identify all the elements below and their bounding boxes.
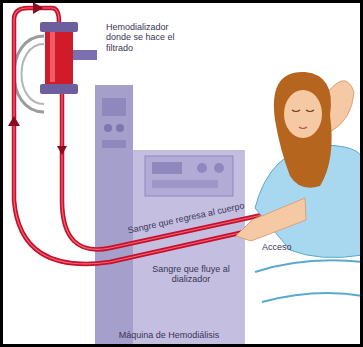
dialyzer-body [45, 28, 73, 86]
panel-knob [214, 163, 224, 173]
flow-arrow [8, 116, 20, 126]
grey-tube-loop [22, 44, 45, 104]
flow-arrow [33, 2, 43, 14]
patient-mouth [299, 127, 307, 129]
dialyzer-shine [50, 32, 55, 82]
dialyzer-label: Hemodializador donde se hace el filtrado [104, 20, 200, 57]
blood-tube [14, 8, 262, 264]
panel-screen [152, 162, 182, 174]
patient-hair [274, 72, 332, 188]
machine-knob [116, 124, 124, 132]
machine-screen [102, 98, 126, 116]
machine-body [133, 150, 245, 347]
machine-box: Máquina de Hemodiálisis [95, 150, 245, 343]
machine-slot [102, 140, 126, 148]
bed-line [262, 293, 363, 302]
blood-tube [62, 92, 262, 249]
grey-tube-loop [14, 36, 44, 112]
flow-arrow [57, 146, 67, 155]
tube-shine [62, 92, 262, 249]
part-label: Hemodializador donde se hace el filtrado [106, 22, 196, 53]
machine-knob [104, 124, 112, 132]
tube-label: Sangre que fluye al dializador [150, 264, 232, 285]
tube-shine [14, 8, 262, 264]
dialyzer-fitting [73, 50, 97, 60]
patient-face [284, 90, 322, 138]
machine-column [95, 85, 133, 347]
access-label: Acceso [262, 242, 302, 252]
closed-eyes [292, 110, 314, 112]
patient-arm [236, 198, 306, 241]
bed-line [255, 260, 363, 272]
panel-knob [197, 163, 207, 173]
control-panel [145, 156, 233, 196]
dialyzer-cap [40, 22, 78, 32]
machine-label: Máquina de Hemodiálisis [97, 330, 241, 340]
panel-slot [152, 180, 218, 188]
dialyzer-cap [40, 84, 78, 94]
